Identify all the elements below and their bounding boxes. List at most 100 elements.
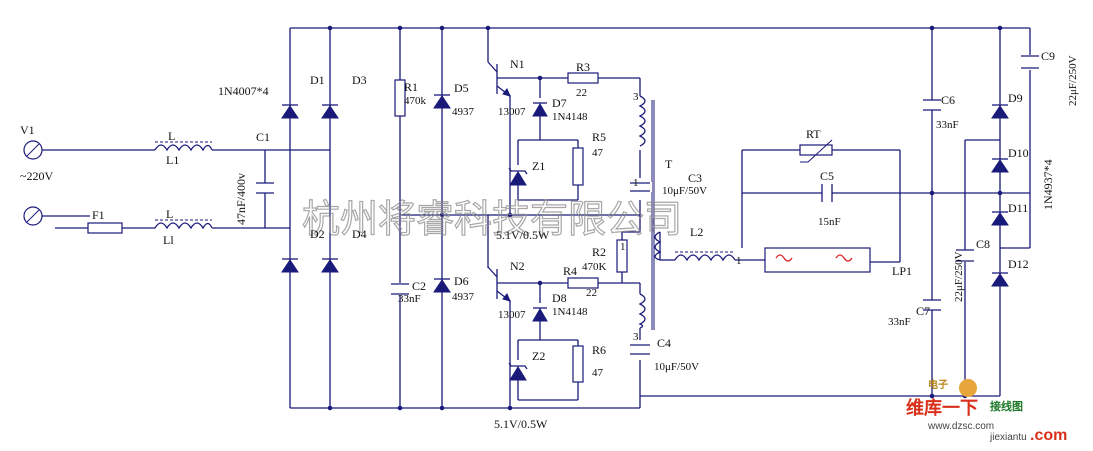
label-r6: R6 — [592, 343, 606, 357]
label-l2: L2 — [690, 225, 703, 239]
label-c8: C8 — [976, 237, 990, 251]
label-r3: R3 — [576, 60, 590, 74]
label-right-bridge-part: 1N4937*4 — [1041, 159, 1055, 210]
label-d6-value: 4937 — [452, 291, 475, 303]
label-d6: D6 — [454, 274, 469, 288]
capacitor-c6 — [923, 99, 941, 111]
label-bridge-part: 1N4007*4 — [218, 84, 269, 98]
label-d7: D7 — [552, 96, 567, 110]
capacitor-c8 — [956, 249, 974, 262]
label-winding-3b: 3 — [633, 331, 639, 343]
label-l1: L1 — [166, 153, 179, 167]
label-r3-value: 22 — [576, 87, 587, 99]
label-zener-top-value: 5.1V/0.5W — [496, 228, 550, 242]
label-d7-value: 1N4148 — [552, 111, 588, 123]
label-r5: R5 — [592, 130, 606, 144]
capacitor-c9 — [1021, 55, 1039, 69]
zener-z1 — [508, 167, 528, 186]
label-r4-value: 22 — [586, 287, 597, 299]
label-rt: RT — [806, 127, 821, 141]
label-r1: R1 — [404, 80, 418, 94]
capacitor-c5 — [821, 184, 833, 202]
ac-input-terminals — [23, 140, 43, 226]
wires — [42, 27, 1031, 409]
label-n1: N1 — [510, 57, 525, 71]
right-bridge-diodes — [991, 104, 1009, 287]
label-c5: C5 — [820, 169, 834, 183]
label-r5-value: 47 — [592, 147, 604, 159]
label-c7: C7 — [916, 304, 930, 318]
label-n2: N2 — [510, 259, 525, 273]
label-c3: C3 — [688, 171, 702, 185]
logo-url2: jiexiantu — [989, 432, 1027, 443]
label-zener-bot-value: 5.1V/0.5W — [494, 417, 548, 431]
transistor-n2 — [487, 266, 511, 302]
label-c9: C9 — [1041, 49, 1055, 63]
resistor-r3 — [567, 72, 599, 84]
label-z2: Z2 — [532, 349, 545, 363]
watermark: 杭州将睿科技有限公司 — [302, 197, 682, 241]
label-c1-value: 47nF/400v — [234, 173, 248, 225]
label-n2-value: 13007 — [498, 309, 526, 321]
logo-top-text: 电子 — [928, 378, 948, 391]
label-c3-value: 10μF/50V — [662, 185, 707, 197]
label-d9: D9 — [1008, 91, 1023, 105]
resistor-r5 — [572, 147, 584, 186]
label-l-top: L — [168, 129, 175, 143]
label-d5-value: 4937 — [452, 106, 475, 118]
logo-url: www.dzsc.com — [927, 421, 994, 432]
capacitor-c3 — [628, 182, 652, 192]
logo-dotcom: .com — [1030, 427, 1067, 444]
logo-main-text: 维库一下 — [906, 397, 978, 419]
resistor-r2 — [616, 239, 628, 273]
label-c2-value: 33nF — [398, 293, 421, 305]
transistor-n1 — [487, 61, 511, 97]
resistor-r1 — [394, 79, 406, 117]
logo-mascot-icon — [959, 379, 977, 397]
label-d11: D11 — [1008, 201, 1028, 215]
label-r2-value: 470K — [582, 261, 607, 273]
label-l-bot: L — [166, 207, 173, 221]
label-lp1: LP1 — [892, 264, 912, 278]
label-d4: D4 — [352, 227, 367, 241]
label-c9-value: 22μF/250V — [1067, 55, 1079, 106]
label-r1-value: 470k — [404, 95, 427, 107]
bridge-diodes — [281, 104, 339, 273]
inductor-l1 — [154, 141, 213, 152]
label-c6: C6 — [941, 93, 955, 107]
lamp-lp1 — [764, 247, 871, 273]
diodes-d7-d8 — [532, 102, 548, 322]
labels: V1 ~220V L L1 L Ll F1 C1 47nF/400v 1N400… — [20, 49, 1079, 431]
label-c4: C4 — [657, 336, 671, 350]
label-d8-value: 1N4148 — [552, 306, 588, 318]
label-winding-1b: 1 — [620, 241, 626, 253]
label-r6-value: 47 — [592, 367, 604, 379]
capacitor-c1 — [256, 182, 274, 194]
label-r2: R2 — [592, 245, 606, 259]
label-winding-3a: 3 — [633, 91, 639, 103]
label-c1: C1 — [256, 130, 270, 144]
junctions — [327, 25, 1003, 411]
label-v1: V1 — [20, 123, 35, 137]
resistor-r6 — [572, 345, 584, 383]
label-d8: D8 — [552, 291, 567, 305]
fuse-f1 — [87, 222, 123, 234]
label-c8-value: 22μF/250V — [953, 251, 965, 302]
label-c5-value: 15nF — [818, 216, 841, 228]
label-ll: Ll — [163, 233, 174, 247]
capacitor-c4 — [628, 344, 652, 356]
label-d10: D10 — [1008, 146, 1029, 160]
label-c6-value: 33nF — [936, 119, 959, 131]
site-logo: 电子 维库一下 接线图 www.dzsc.com jiexiantu .com — [906, 378, 1067, 444]
label-d3: D3 — [352, 73, 367, 87]
label-d5: D5 — [454, 81, 469, 95]
label-c4-value: 10μF/50V — [654, 361, 699, 373]
label-d2: D2 — [310, 227, 325, 241]
label-d1: D1 — [310, 73, 325, 87]
diodes-d5-d6 — [433, 94, 451, 293]
inductor-l2 — [674, 251, 736, 262]
label-winding-1a: 1 — [633, 177, 639, 189]
label-t: T — [665, 157, 673, 171]
